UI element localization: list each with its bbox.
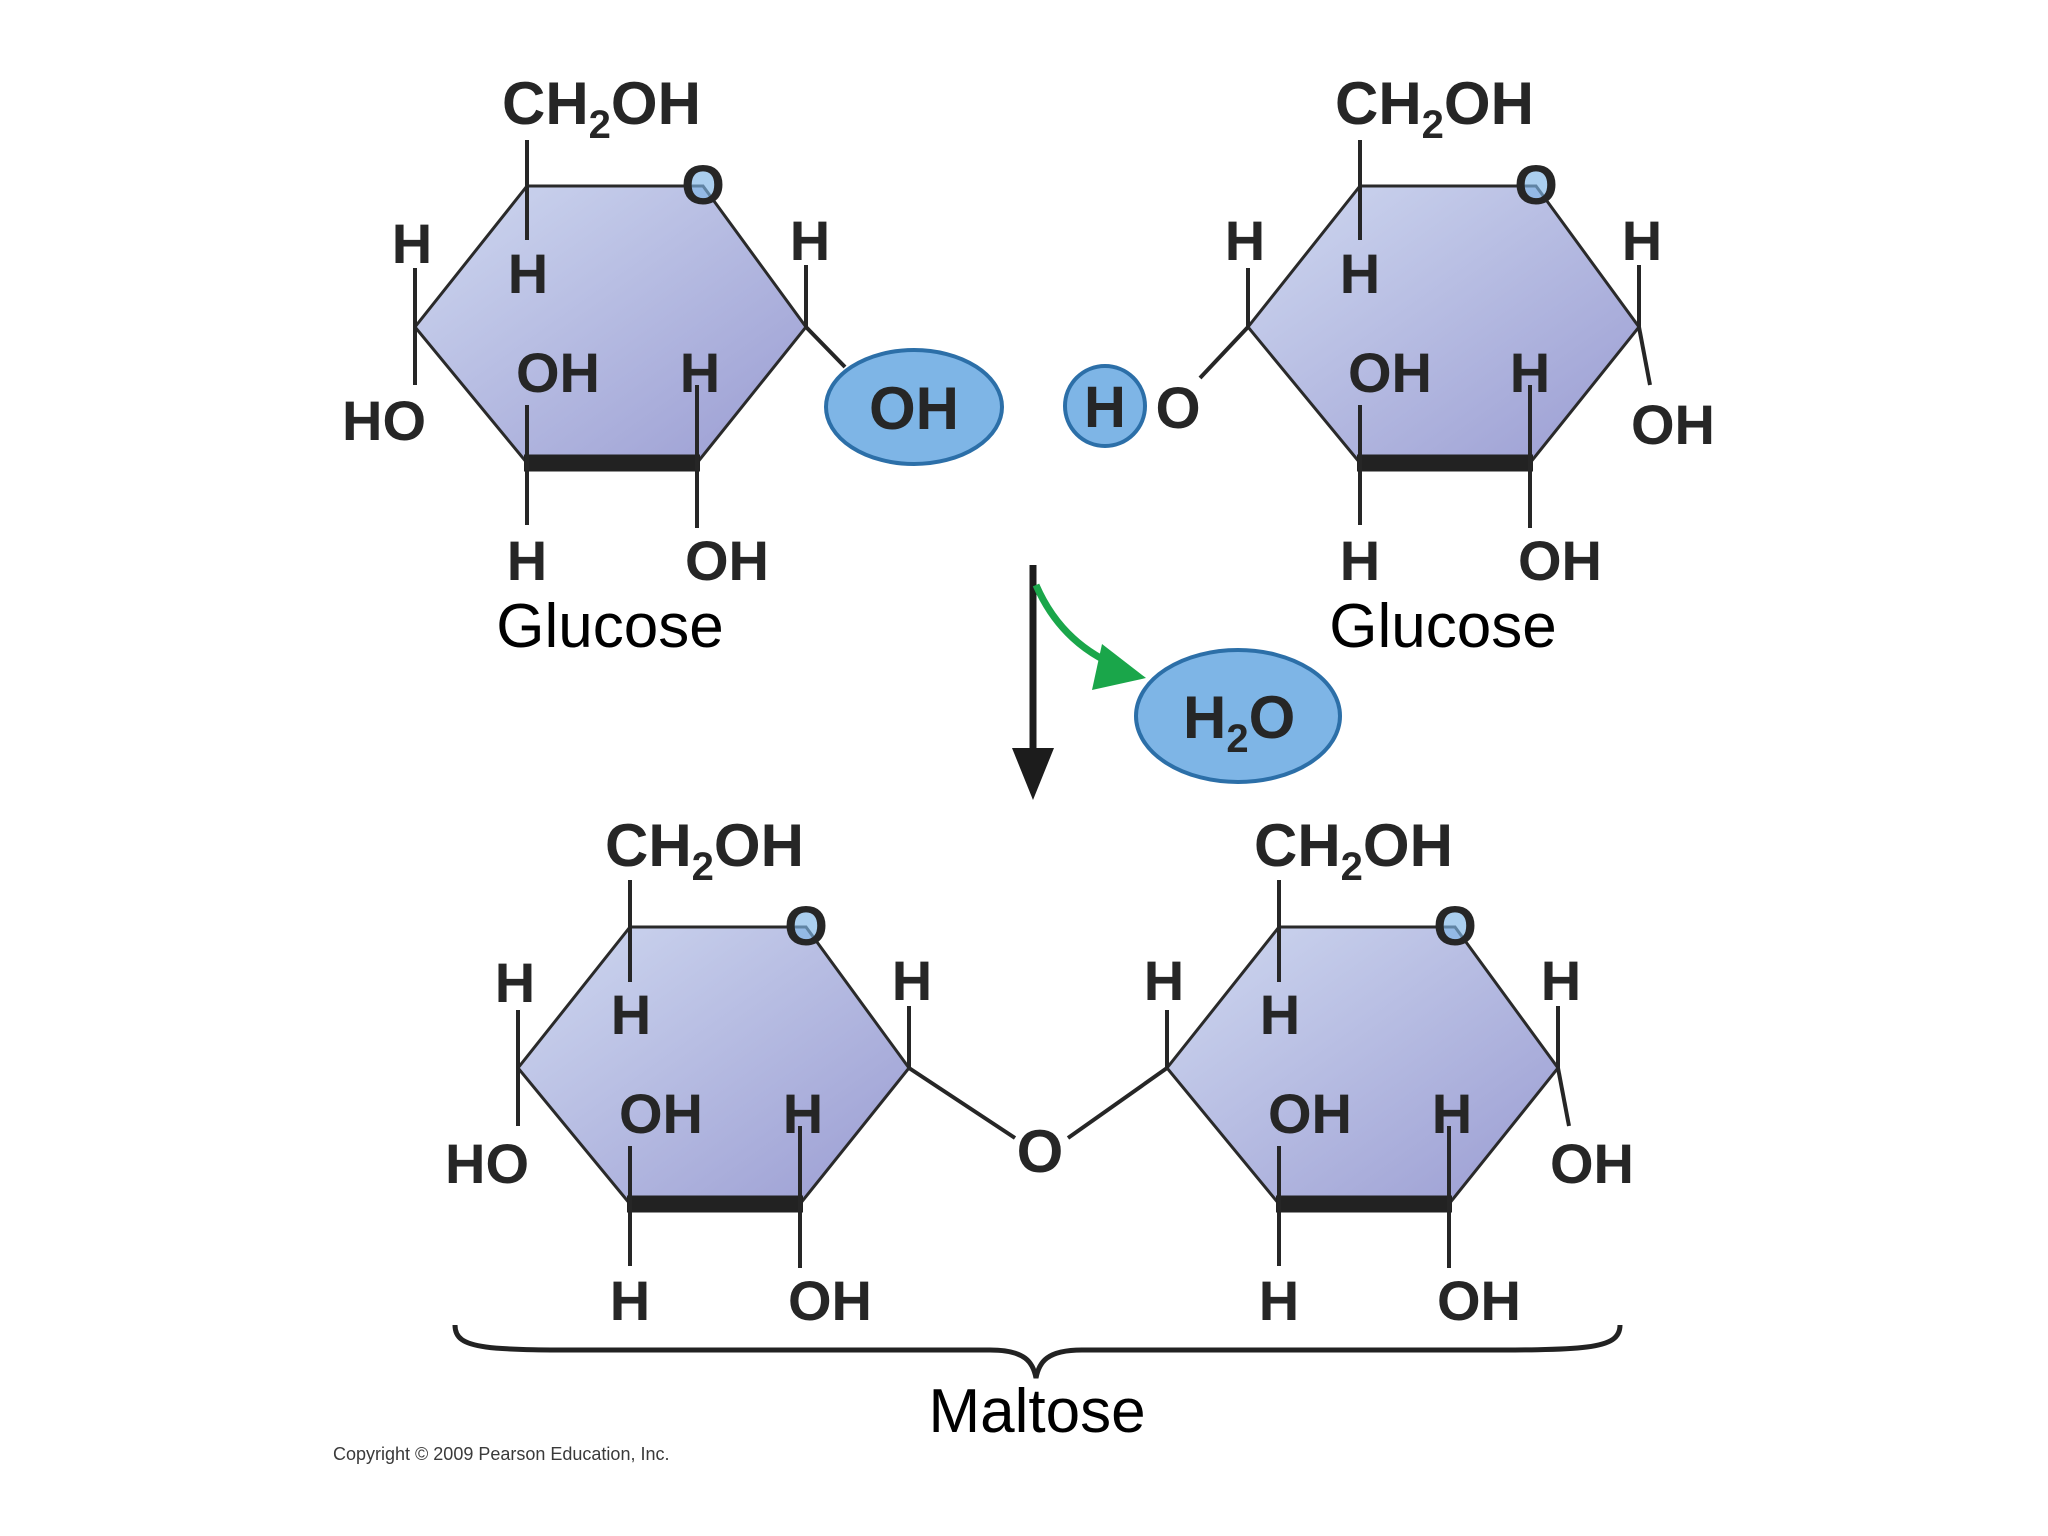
- ring-hexagon: [516, 925, 911, 1206]
- h-atom: H: [1541, 949, 1581, 1012]
- bond: [1198, 325, 1250, 380]
- ring-hexagon: [1246, 184, 1641, 465]
- ho-group: HO: [342, 389, 426, 452]
- oxygen-highlight: [1520, 170, 1552, 202]
- h-atom: H: [1144, 949, 1184, 1012]
- glucose-left-label: Glucose: [496, 592, 723, 661]
- oxygen-highlight: [687, 170, 719, 202]
- oh-group: OH: [619, 1082, 703, 1145]
- h-atom: H: [1225, 209, 1265, 272]
- water-label: H2O: [1183, 684, 1295, 761]
- oh-group: OH: [1631, 393, 1715, 456]
- ring-oxygen: O: [681, 153, 725, 216]
- oxygen-highlight: [790, 911, 822, 943]
- oxygen-highlight: [1439, 911, 1471, 943]
- h-atom: H: [1340, 529, 1380, 592]
- h-atom: H: [783, 1082, 823, 1145]
- maltose-left-ring: CH2OH O H H H OH H HO H OH: [445, 812, 932, 1332]
- bond: [1066, 1066, 1169, 1140]
- h-atom: H: [680, 341, 720, 404]
- bond: [804, 325, 847, 369]
- oh-group: OH: [1348, 341, 1432, 404]
- h-atom: H: [611, 983, 651, 1046]
- oh-group: OH: [685, 529, 769, 592]
- h-atom: H: [1260, 983, 1300, 1046]
- oh-group: OH: [1437, 1269, 1521, 1332]
- h-atom: H: [1259, 1269, 1299, 1332]
- h-atom: H: [392, 212, 432, 275]
- h-atom: H: [1432, 1082, 1472, 1145]
- oh-group: OH: [516, 341, 600, 404]
- reaction-arrows: [1012, 565, 1146, 800]
- h-atom: H: [1340, 242, 1380, 305]
- h-atom: H: [507, 529, 547, 592]
- bond: [907, 1066, 1017, 1140]
- ch2oh-label: CH2OH: [1254, 812, 1453, 889]
- ring-oxygen: O: [1433, 894, 1477, 957]
- oh-group: OH: [788, 1269, 872, 1332]
- ch2oh-label: CH2OH: [1335, 70, 1534, 147]
- leaving-oh-group: OH: [869, 375, 959, 442]
- glucose-right-label: Glucose: [1329, 592, 1556, 661]
- glucose-right: CH2OH O H H H OH H OH H OH H O Glucose: [1063, 70, 1715, 661]
- h-highlight-circle: [1063, 364, 1147, 448]
- maltose-right-ring: CH2OH O H H H OH H OH H OH: [1144, 812, 1634, 1332]
- oh-group: OH: [1550, 1132, 1634, 1195]
- ring-hexagon: [413, 184, 808, 465]
- bond: [1637, 326, 1652, 386]
- maltose-brace: [452, 1324, 1623, 1379]
- h-atom: H: [495, 951, 535, 1014]
- ch2oh-label: CH2OH: [502, 70, 701, 147]
- glucose-left: CH2OH O H H H OH H HO H OH OH Glucose: [342, 70, 1004, 661]
- leaving-h-atom: H: [1084, 375, 1126, 440]
- oh-highlight-ellipse: [824, 348, 1004, 466]
- h-atom: H: [1622, 209, 1662, 272]
- ring-oxygen: O: [784, 894, 828, 957]
- main-reaction-arrow-head: [1012, 748, 1054, 800]
- water-highlight-ellipse: [1134, 648, 1342, 784]
- h-atom: H: [1510, 341, 1550, 404]
- hydroxyl-oxygen: O: [1155, 376, 1200, 441]
- maltose-label: Maltose: [928, 1377, 1145, 1446]
- ring-hexagon: [1165, 925, 1560, 1206]
- bond: [1556, 1067, 1571, 1127]
- ch2oh-label: CH2OH: [605, 812, 804, 889]
- glycosidic-linkage: O: [907, 1066, 1169, 1185]
- h-atom: H: [610, 1269, 650, 1332]
- bridging-oxygen: O: [1017, 1118, 1064, 1185]
- h-atom: H: [508, 242, 548, 305]
- h-atom: H: [790, 209, 830, 272]
- copyright-notice: Copyright © 2009 Pearson Education, Inc.: [333, 1444, 669, 1464]
- h-atom: H: [892, 949, 932, 1012]
- water-molecule: H2O: [1134, 648, 1342, 784]
- oh-group: OH: [1268, 1082, 1352, 1145]
- ho-group: HO: [445, 1132, 529, 1195]
- water-release-arrowhead: [1092, 644, 1146, 690]
- oh-group: OH: [1518, 529, 1602, 592]
- ring-oxygen: O: [1514, 153, 1558, 216]
